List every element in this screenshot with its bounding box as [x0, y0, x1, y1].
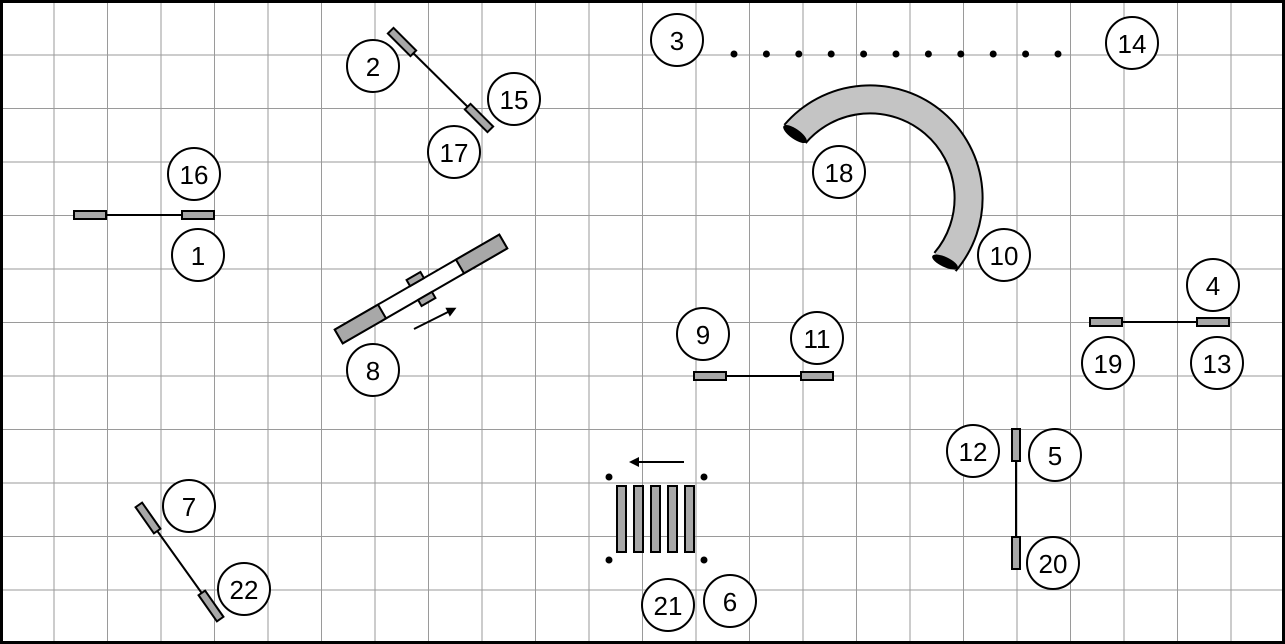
weave-marker: [605, 473, 613, 481]
number-label: 6: [723, 587, 737, 617]
jump-9-11[interactable]: [693, 371, 834, 381]
jump-2-15-17[interactable]: [386, 26, 495, 134]
wing: [73, 210, 107, 220]
jump-bar-line: [147, 517, 212, 607]
dot: [1022, 50, 1030, 58]
number-circle-10[interactable]: 10: [977, 228, 1031, 282]
weave-pole: [633, 485, 644, 553]
teeter-base: [405, 270, 426, 288]
dot: [924, 50, 932, 58]
direction-arrow: [413, 307, 457, 330]
wing: [463, 102, 495, 134]
wing: [181, 210, 215, 220]
number-label: 4: [1206, 271, 1220, 301]
number-circle-7[interactable]: 7: [162, 479, 216, 533]
number-label: 8: [366, 356, 380, 386]
number-label: 7: [182, 492, 196, 522]
weave-poles[interactable]: [605, 473, 708, 564]
weave-pole: [650, 485, 661, 553]
number-label: 17: [440, 138, 469, 168]
number-label: 12: [959, 437, 988, 467]
number-circle-11[interactable]: 11: [790, 311, 844, 365]
weave-marker: [605, 556, 613, 564]
number-circle-13[interactable]: 13: [1190, 336, 1244, 390]
number-label: 14: [1118, 29, 1147, 59]
wing: [134, 501, 162, 535]
number-label: 20: [1039, 549, 1068, 579]
dot: [1054, 50, 1062, 58]
dot: [762, 50, 770, 58]
number-label: 10: [990, 241, 1019, 271]
teeter[interactable]: [331, 229, 511, 350]
number-circle-5[interactable]: 5: [1028, 428, 1082, 482]
number-label: 22: [230, 575, 259, 605]
number-label: 18: [825, 158, 854, 188]
wing: [1011, 428, 1021, 462]
number-label: 1: [191, 241, 205, 271]
jump-bar-line: [401, 41, 480, 119]
number-label: 15: [500, 85, 529, 115]
number-label: 2: [366, 52, 380, 82]
wing: [693, 371, 727, 381]
jump-4-19-13[interactable]: [1089, 317, 1230, 327]
number-circle-12[interactable]: 12: [946, 424, 1000, 478]
tunnel-opening: [932, 254, 958, 270]
tunnel-fill: [785, 86, 982, 271]
teeter-contact: [333, 303, 388, 345]
dot: [860, 50, 868, 58]
dot: [795, 50, 803, 58]
number-circle-9[interactable]: 9: [676, 307, 730, 361]
weave-marker: [700, 473, 708, 481]
weave-pole: [667, 485, 678, 553]
number-circle-4[interactable]: 4: [1186, 258, 1240, 312]
dot: [827, 50, 835, 58]
weave-pole: [684, 485, 695, 553]
number-circle-22[interactable]: 22: [217, 562, 271, 616]
number-label: 9: [696, 320, 710, 350]
number-circle-3[interactable]: 3: [650, 13, 704, 67]
number-label: 11: [804, 324, 831, 354]
jump-1-16[interactable]: [73, 210, 215, 220]
number-circle-17[interactable]: 17: [427, 125, 481, 179]
teeter-contact: [454, 233, 509, 275]
number-circle-6[interactable]: 6: [703, 574, 757, 628]
number-circle-21[interactable]: 21: [641, 578, 695, 632]
weave-marker: [700, 556, 708, 564]
number-label: 3: [670, 26, 684, 56]
tunnel-opening: [783, 124, 807, 144]
dot: [957, 50, 965, 58]
wing: [197, 589, 225, 623]
jump-7-22[interactable]: [134, 501, 225, 623]
teeter-base: [416, 290, 437, 308]
dot: [892, 50, 900, 58]
number-label: 21: [654, 591, 683, 621]
number-label: 13: [1203, 349, 1232, 379]
wing: [386, 26, 418, 58]
number-circle-14[interactable]: 14: [1105, 16, 1159, 70]
wing: [1089, 317, 1123, 327]
number-circle-15[interactable]: 15: [487, 72, 541, 126]
wing: [1196, 317, 1230, 327]
dot: [989, 50, 997, 58]
number-circle-8[interactable]: 8: [346, 343, 400, 397]
jump-12-5-20[interactable]: [1011, 428, 1021, 570]
weave-pole: [616, 485, 627, 553]
dot: [730, 50, 738, 58]
number-circle-16[interactable]: 16: [167, 147, 221, 201]
curved-tunnel[interactable]: [781, 84, 984, 272]
number-circle-1[interactable]: 1: [171, 228, 225, 282]
number-label: 16: [180, 160, 209, 190]
number-circle-2[interactable]: 2: [346, 39, 400, 93]
dotted-line-3-14: [730, 50, 1062, 58]
wing: [800, 371, 834, 381]
wing: [1011, 536, 1021, 570]
number-label: 5: [1048, 441, 1062, 471]
number-circle-18[interactable]: 18: [812, 145, 866, 199]
number-circle-20[interactable]: 20: [1026, 536, 1080, 590]
number-circle-19[interactable]: 19: [1081, 336, 1135, 390]
number-label: 19: [1094, 349, 1123, 379]
